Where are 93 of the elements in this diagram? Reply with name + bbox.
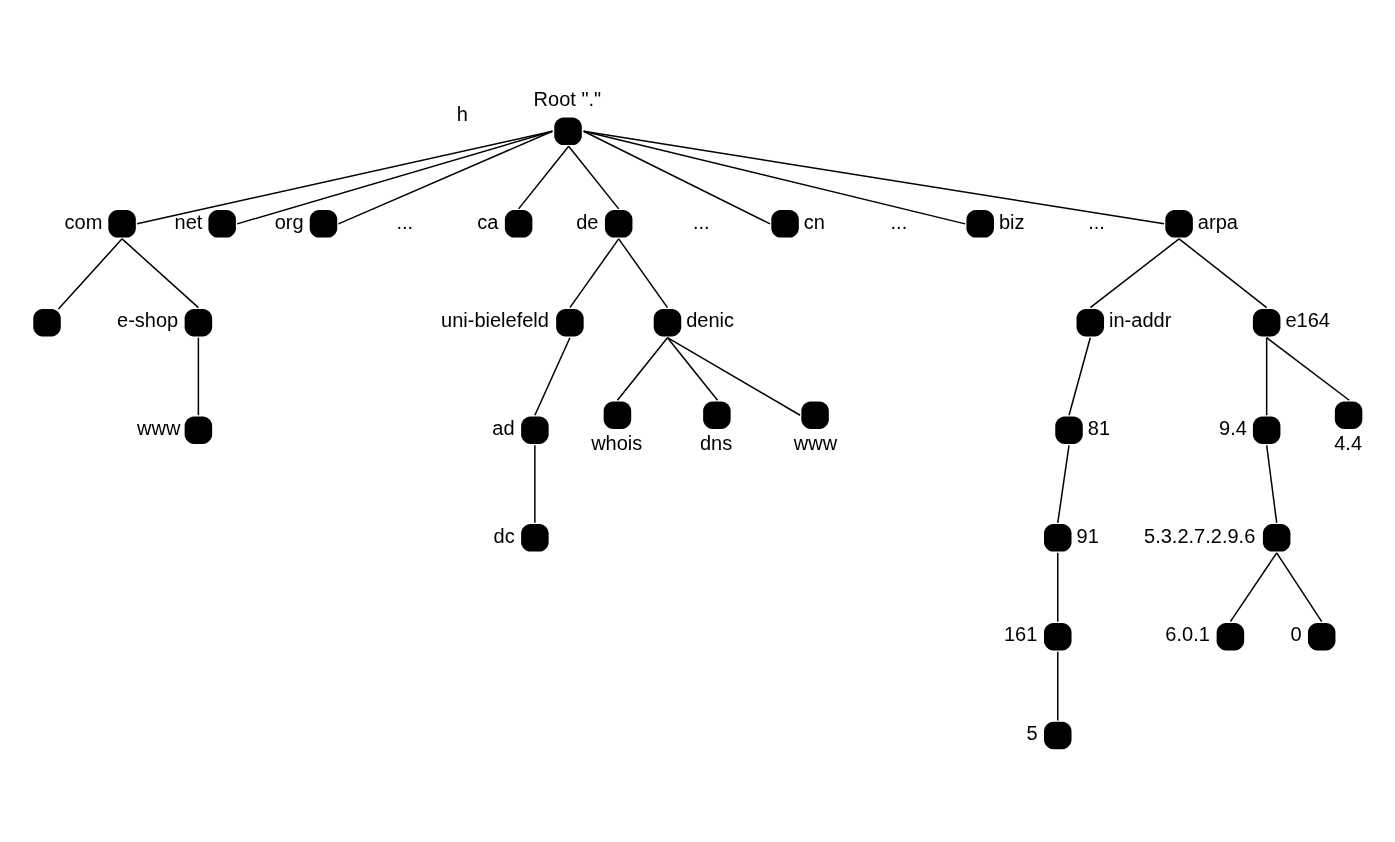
node-label: 5 xyxy=(1026,721,1038,744)
node-circle xyxy=(1044,622,1072,650)
connector xyxy=(57,237,123,310)
label: h xyxy=(456,102,468,125)
connector xyxy=(1265,444,1278,524)
connector xyxy=(1068,336,1092,416)
label: ... xyxy=(890,210,908,233)
node-circle xyxy=(1044,721,1072,749)
node-label: de xyxy=(576,210,599,233)
connector xyxy=(517,145,570,210)
node-circle xyxy=(1216,622,1245,650)
node-label: Root "." xyxy=(533,87,602,110)
node-label: in-addr xyxy=(1109,308,1172,331)
node-label: dc xyxy=(493,524,515,547)
label: ... xyxy=(1088,210,1105,233)
node-circle xyxy=(184,416,213,444)
node-circle xyxy=(1165,209,1193,238)
node-circle xyxy=(33,308,61,336)
node-label: com xyxy=(64,210,103,233)
node-circle xyxy=(1055,416,1083,444)
node-label: 0 xyxy=(1290,622,1302,645)
node-circle xyxy=(309,209,338,238)
connector xyxy=(534,444,536,524)
node-circle xyxy=(521,416,549,444)
node-circle xyxy=(504,209,533,238)
connector xyxy=(136,130,554,225)
node-label: ad xyxy=(492,416,515,439)
node-label: e-shop xyxy=(117,308,179,331)
node-label: biz xyxy=(998,210,1025,233)
connector xyxy=(197,336,200,416)
node-label: dns xyxy=(700,431,733,454)
node-label: 5.3.2.7.2.9.6 xyxy=(1144,524,1256,547)
label: ... xyxy=(692,210,710,233)
connector xyxy=(582,130,771,225)
node-label: ca xyxy=(477,210,499,233)
node-circle xyxy=(1252,416,1281,444)
connector xyxy=(617,237,669,308)
connector xyxy=(337,130,554,225)
node-circle xyxy=(703,401,731,429)
node-label: uni-bielefeld xyxy=(441,308,549,331)
node-circle xyxy=(1334,401,1363,429)
connector xyxy=(666,336,719,401)
node-circle xyxy=(521,523,549,552)
node-label: arpa xyxy=(1197,210,1238,233)
connector xyxy=(1275,551,1323,622)
connector xyxy=(1089,237,1180,308)
node-circle xyxy=(556,308,584,336)
connector xyxy=(616,336,669,401)
node-circle xyxy=(1262,523,1291,552)
node-label: cn xyxy=(803,210,825,233)
connector xyxy=(666,336,801,416)
connector xyxy=(1057,444,1070,524)
connector xyxy=(236,130,554,225)
node-circle xyxy=(108,209,136,238)
connector xyxy=(569,237,620,308)
node-label: org xyxy=(274,210,304,233)
connector xyxy=(1057,551,1059,622)
connector xyxy=(1229,551,1278,622)
node-label: whois xyxy=(591,431,643,454)
node-circle xyxy=(966,209,994,238)
node-label: www xyxy=(793,431,838,454)
node-circle xyxy=(771,209,799,238)
node-circle xyxy=(801,401,829,429)
node-label: denic xyxy=(686,308,735,331)
node-circle xyxy=(1076,308,1105,336)
node-circle xyxy=(1044,523,1072,552)
connector xyxy=(582,130,1165,225)
label: ... xyxy=(396,210,414,233)
connector xyxy=(534,336,571,416)
node-label: 6.0.1 xyxy=(1165,622,1210,645)
node-circle xyxy=(1307,622,1336,650)
node-circle xyxy=(653,308,682,336)
node-label: 91 xyxy=(1076,524,1099,547)
connector xyxy=(1265,336,1268,416)
connector xyxy=(1057,650,1059,721)
node-circle xyxy=(603,401,632,429)
node-circle xyxy=(554,117,582,145)
node-label: 81 xyxy=(1087,416,1111,439)
connector xyxy=(567,145,620,210)
node-circle xyxy=(1252,308,1281,336)
connector xyxy=(1265,336,1350,401)
connector xyxy=(582,130,966,225)
node-circle xyxy=(208,209,236,238)
node-label: e164 xyxy=(1285,308,1330,331)
node-circle xyxy=(604,209,633,238)
node-label: 161 xyxy=(1003,622,1038,645)
node-label: net xyxy=(174,210,203,233)
node-label: 4.4 xyxy=(1334,431,1363,454)
connector xyxy=(1178,237,1268,308)
connector xyxy=(121,237,200,308)
node-circle xyxy=(184,308,213,336)
node-label: 9.4 xyxy=(1219,416,1247,439)
node-label: www xyxy=(137,416,181,439)
